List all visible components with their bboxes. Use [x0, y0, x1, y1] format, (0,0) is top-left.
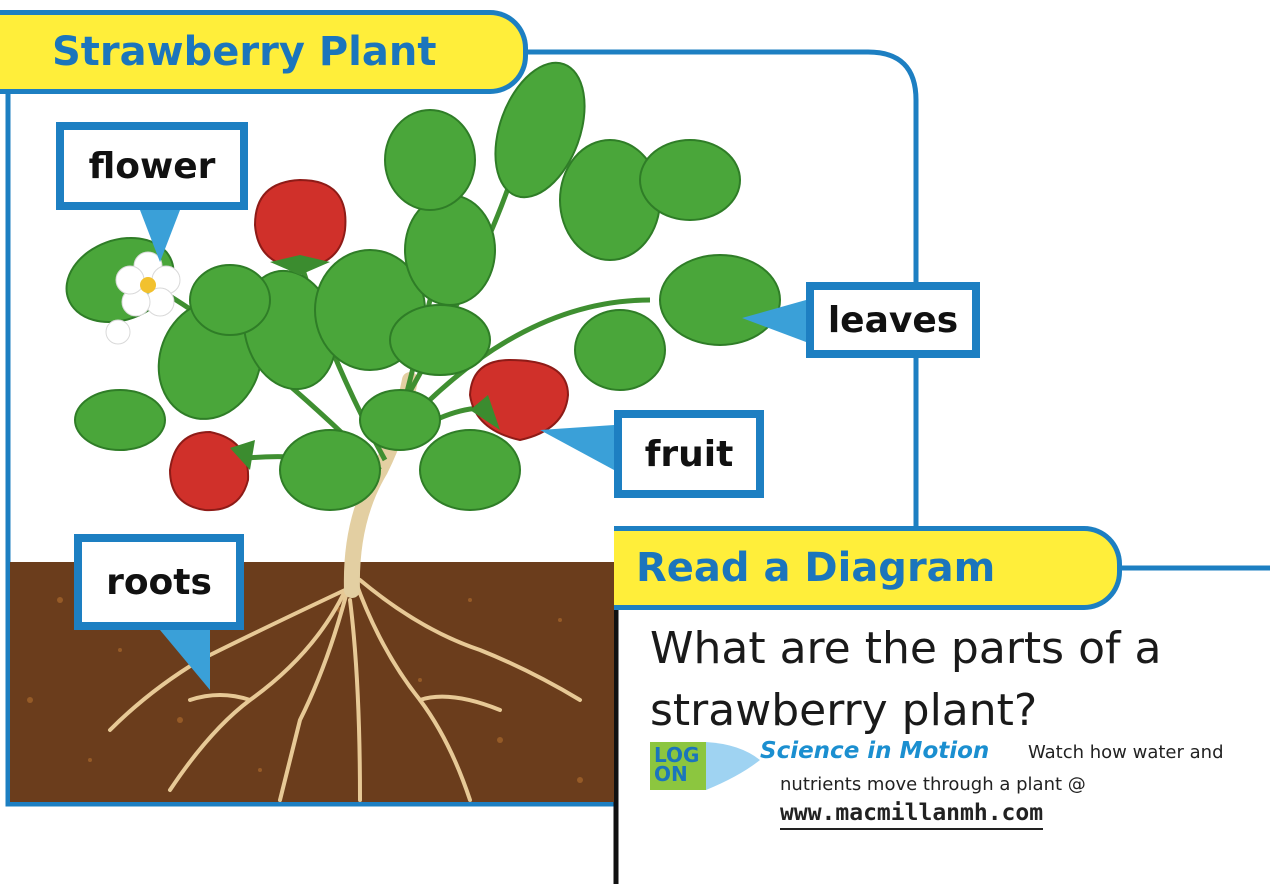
label-fruit: fruit	[614, 410, 764, 498]
label-leaves-text: leaves	[828, 300, 958, 341]
science-in-motion-text-1: Watch how water and	[1028, 742, 1224, 763]
label-flower-text: flower	[89, 146, 216, 187]
section-title: Read a Diagram	[614, 526, 1122, 610]
logon-badge-line-2: ON	[654, 764, 688, 784]
label-roots-text: roots	[106, 562, 212, 603]
diagram-title: Strawberry Plant	[0, 10, 528, 94]
question: What are the parts of a strawberry plant…	[650, 618, 1250, 742]
question-line-1: What are the parts of a	[650, 618, 1250, 680]
label-flower: flower	[56, 122, 248, 210]
question-line-2: strawberry plant?	[650, 680, 1250, 742]
website-link[interactable]: www.macmillanmh.com	[780, 800, 1043, 830]
diagram-title-text: Strawberry Plant	[52, 29, 436, 75]
science-in-motion-text-2: nutrients move through a plant @	[780, 774, 1086, 795]
label-fruit-text: fruit	[645, 434, 734, 475]
science-in-motion-title: Science in Motion	[760, 738, 989, 764]
section-title-text: Read a Diagram	[636, 545, 995, 591]
label-roots: roots	[74, 534, 244, 630]
label-leaves: leaves	[806, 282, 980, 358]
